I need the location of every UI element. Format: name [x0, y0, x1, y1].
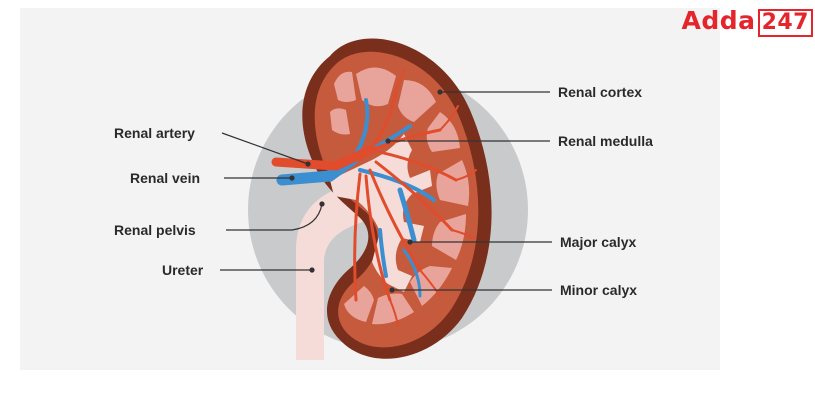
label-renal-cortex: Renal cortex [558, 84, 642, 100]
label-renal-vein: Renal vein [130, 170, 200, 186]
label-renal-artery: Renal artery [114, 125, 195, 141]
label-major-calyx: Major calyx [560, 234, 636, 250]
label-renal-pelvis: Renal pelvis [114, 222, 196, 238]
label-minor-calyx: Minor calyx [560, 282, 637, 298]
label-ureter: Ureter [162, 262, 203, 278]
label-renal-medulla: Renal medulla [558, 133, 653, 149]
logo-text: Adda [682, 6, 756, 35]
logo-number: 247 [758, 9, 813, 37]
adda247-logo: Adda247 [682, 6, 813, 37]
